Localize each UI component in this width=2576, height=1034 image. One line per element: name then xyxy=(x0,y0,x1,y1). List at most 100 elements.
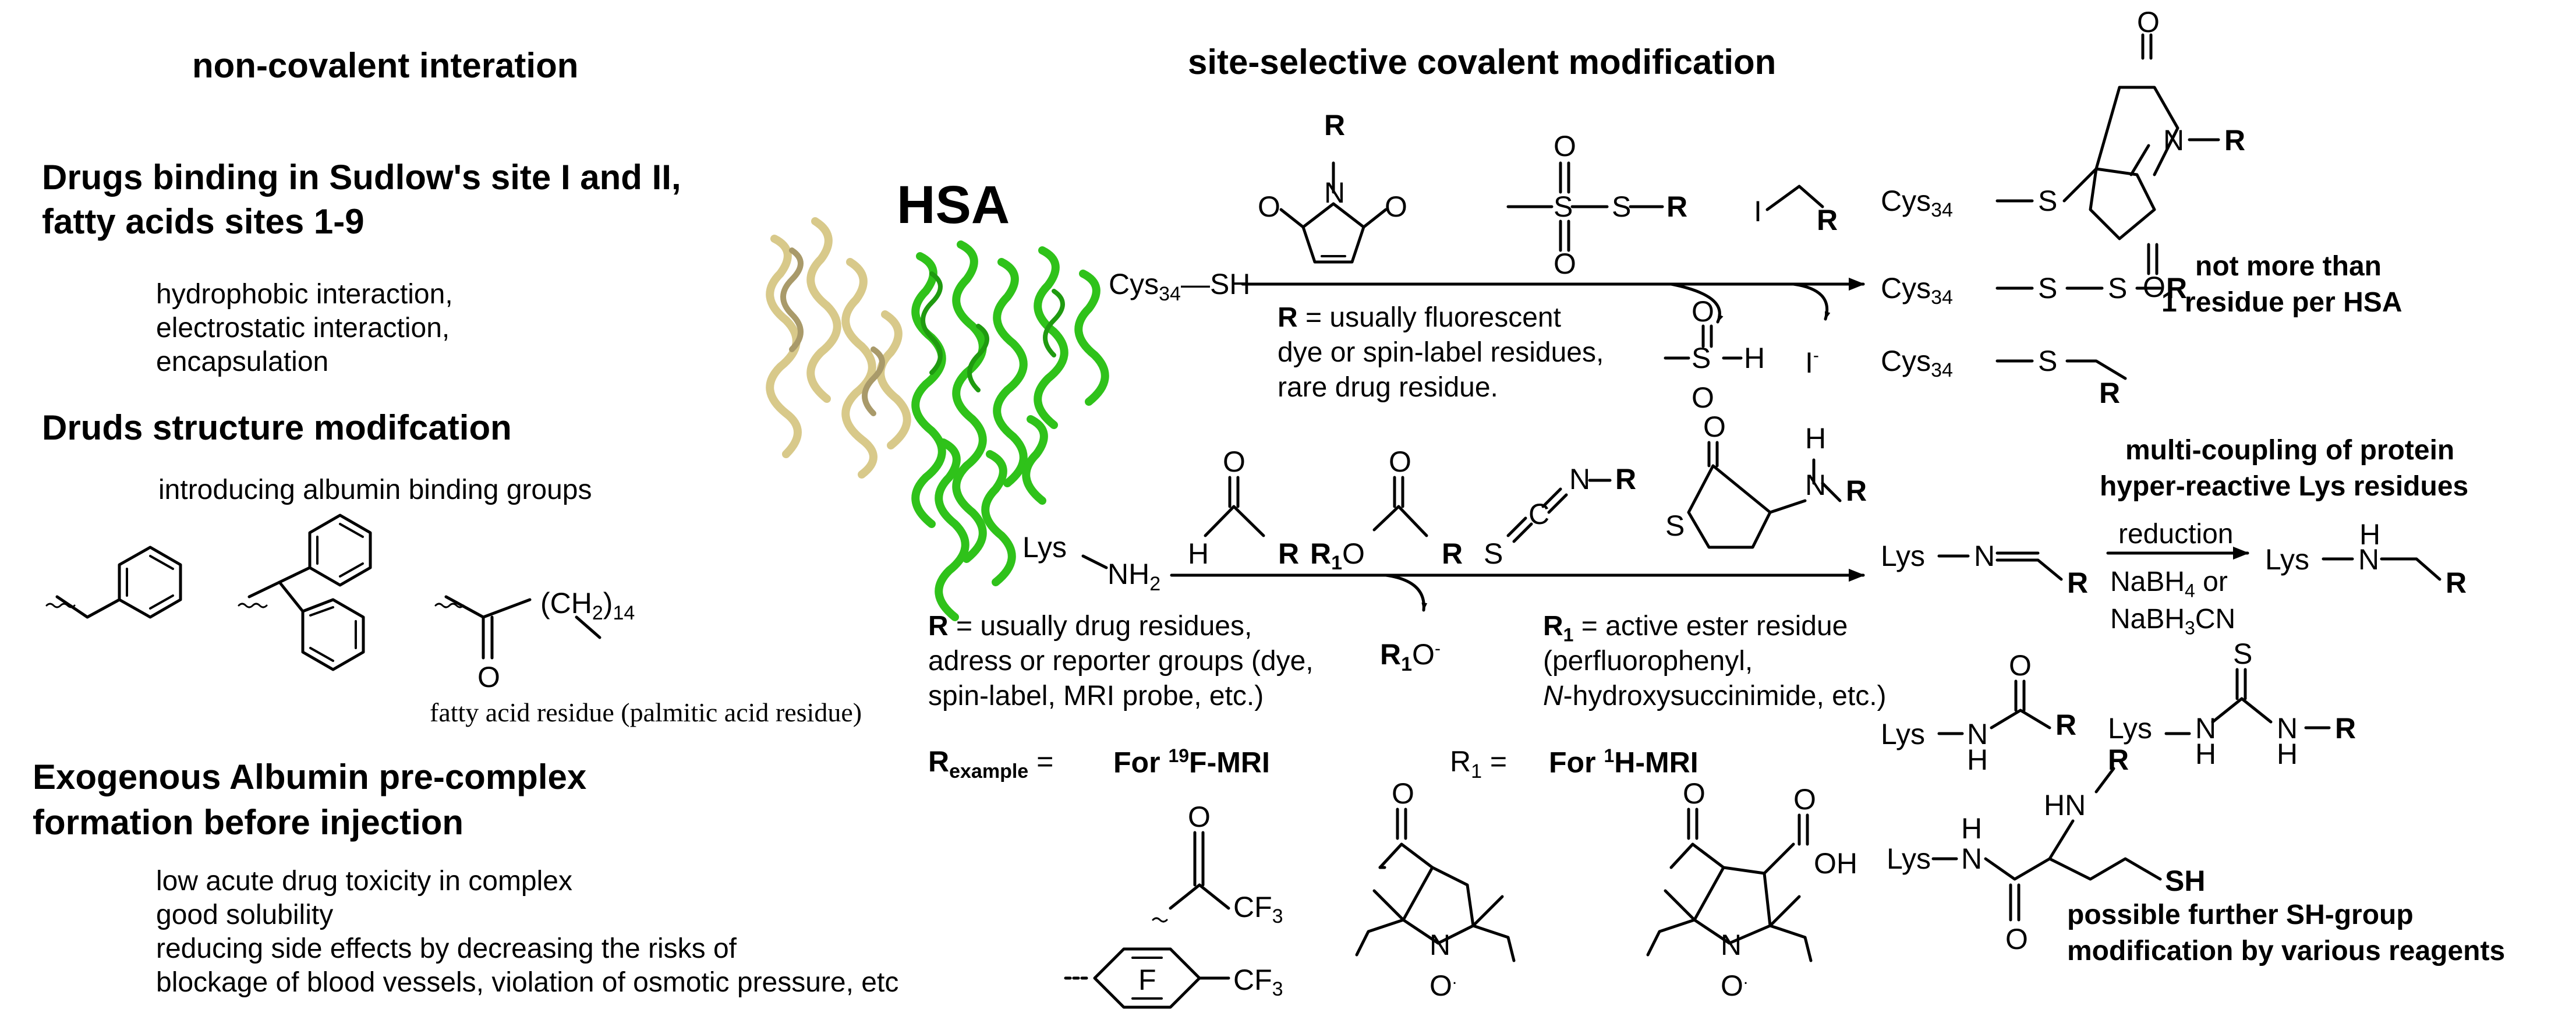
thiosulfonate-s1: S xyxy=(1554,190,1573,223)
reduction-label: reduction xyxy=(2118,519,2234,550)
amide-r: R xyxy=(2055,709,2076,741)
nitroxide2-o: O. xyxy=(1721,969,1748,1002)
amine-h: H xyxy=(2359,518,2380,551)
tfa-o: O xyxy=(1188,801,1211,833)
thioether-r: R xyxy=(2099,377,2120,409)
nitroxide2-o-top: O xyxy=(1683,777,1705,810)
drugs-binding-title-2: fatty acids sites 1-9 xyxy=(42,202,365,241)
nitroxide2-oh-o: O xyxy=(1793,783,1816,816)
thioether-cys: Cys34 xyxy=(1881,345,1953,381)
r1-equals-label: R1 = xyxy=(1450,745,1508,782)
nabh4-label: NaBH4 or xyxy=(2110,566,2228,601)
sulfinic-acid-structure xyxy=(1664,324,1743,360)
sulfinic-o-top: O xyxy=(1692,295,1714,328)
ester-r: R xyxy=(1442,537,1463,570)
benzyl-group xyxy=(45,546,182,619)
amide-lys: Lys xyxy=(1881,718,1925,750)
amide-h: H xyxy=(1967,743,1988,776)
amide-product xyxy=(1937,679,2051,735)
lys-nh2-bond xyxy=(1081,554,1108,569)
succ-r: R xyxy=(2224,124,2245,157)
isothiocyanate-structure xyxy=(1506,479,1612,543)
r-cys-note-2: dye or spin-label residues, xyxy=(1278,337,1604,368)
iodo-r: R xyxy=(1817,204,1838,236)
thiolactone-h: H xyxy=(1805,422,1826,455)
pyrrolidine-nitroxide-2 xyxy=(1646,808,1813,962)
interaction-item: encapsulation xyxy=(156,346,329,377)
further-note-2: modification by various reagents xyxy=(2067,936,2506,966)
sulfinic-s: S xyxy=(1692,342,1711,374)
f19-mri-label: For 19F-MRI xyxy=(1113,745,1270,779)
thiosulfonate-o-bottom: O xyxy=(1554,247,1576,280)
maleimide-r: R xyxy=(1324,109,1345,141)
succ-s: S xyxy=(2038,185,2057,217)
sulfinate-release-arrow xyxy=(1669,282,1724,324)
thiosulfonate-o-top: O xyxy=(1554,130,1576,162)
thiourea-s: S xyxy=(2233,638,2252,670)
r-lys-note-1: R = usually drug residues, xyxy=(928,611,1252,642)
disulfide-s1: S xyxy=(2038,272,2057,304)
hcy-o: O xyxy=(2005,923,2028,955)
amide-o: O xyxy=(2009,649,2032,682)
maleimide-structure xyxy=(1279,161,1388,264)
disulfide-r: R xyxy=(2166,272,2187,304)
succ-o-top: O xyxy=(2137,6,2160,38)
thiourea-h2: H xyxy=(2277,738,2298,770)
r-lys-note-2: adress or reporter groups (dye, xyxy=(928,646,1314,677)
maleimide-n: N xyxy=(1324,176,1345,209)
succ-o-bottom: O xyxy=(2143,271,2165,303)
thioether-bonds xyxy=(1995,359,2127,380)
r1o-release-arrow xyxy=(1384,573,1428,612)
disulfide-cys: Cys34 xyxy=(1881,272,1953,309)
imine-r: R xyxy=(2067,566,2088,599)
maleimide-o-right: O xyxy=(1385,190,1407,223)
thioether-s: S xyxy=(2038,345,2057,377)
hcy-r: R xyxy=(2108,743,2129,776)
aldehyde-h: H xyxy=(1188,537,1209,570)
structure-subtitle: introducing albumin binding groups xyxy=(158,474,592,505)
imine-lys: Lys xyxy=(1881,540,1925,572)
iodide-ion: I- xyxy=(1805,346,1819,379)
pyrrolidine-nitroxide-1 xyxy=(1355,808,1516,962)
iodo-i: I xyxy=(1754,195,1762,228)
aldehyde-r: R xyxy=(1278,537,1299,570)
thiolactone-structure xyxy=(1687,441,1842,549)
lys-nh2-label: Lys xyxy=(1022,531,1067,564)
amine-lys: Lys xyxy=(2265,543,2309,576)
ester-o-top: O xyxy=(1389,445,1411,478)
thiourea-lys: Lys xyxy=(2108,712,2152,745)
sulfinic-o-bottom: O xyxy=(1692,381,1714,414)
not-more-than-note: not more than xyxy=(2195,251,2382,282)
nitroxide2-oh: OH xyxy=(1814,847,1857,880)
thiolactone-n: N xyxy=(1805,469,1826,501)
fatty-acid-label: fatty acid residue (palmitic acid residu… xyxy=(430,697,862,727)
interaction-item: hydrophobic interaction, xyxy=(156,279,453,310)
r1-note-2: (perfluorophenyl, xyxy=(1543,646,1753,677)
palmitic-chain-label: (CH2)14 xyxy=(540,587,635,624)
maleimide-o-left: O xyxy=(1258,190,1280,223)
thiourea-r: R xyxy=(2335,712,2356,745)
r-cys-note-3: rare drug residue. xyxy=(1278,372,1498,403)
thiolactone-o: O xyxy=(1703,410,1726,443)
r1o-leaving-group: R1O- xyxy=(1380,638,1441,675)
one-residue-note: 1 residue per HSA xyxy=(2161,287,2402,318)
thiourea-n2: N xyxy=(2277,712,2298,745)
cys34-sh-label: Cys34—SH xyxy=(1109,268,1251,305)
structure-title: Druds structure modifcation xyxy=(42,408,512,447)
fluorophenyl-cf3: CF3 xyxy=(1233,964,1283,1000)
thiourea-h1: H xyxy=(2195,738,2216,770)
aldehyde-structure xyxy=(1204,476,1265,537)
nabh3cn-label: NaBH3CN xyxy=(2110,604,2236,639)
covalent-title: site-selective covalent modification xyxy=(1188,43,1777,82)
nitroxide1-o: O. xyxy=(1429,969,1457,1002)
r-cys-note-1: R = usually fluorescent xyxy=(1278,302,1561,333)
disulfide-s2: S xyxy=(2108,272,2127,304)
interaction-item: electrostatic interaction, xyxy=(156,313,450,344)
thiosulfonate-r: R xyxy=(1666,190,1687,223)
further-note-1: possible further SH-group xyxy=(2067,900,2414,930)
nitroxide1-n: N xyxy=(1429,929,1450,961)
benzhydryl-group xyxy=(238,514,372,671)
itc-s: S xyxy=(1484,537,1503,570)
hsa-label: HSA xyxy=(897,175,1010,235)
